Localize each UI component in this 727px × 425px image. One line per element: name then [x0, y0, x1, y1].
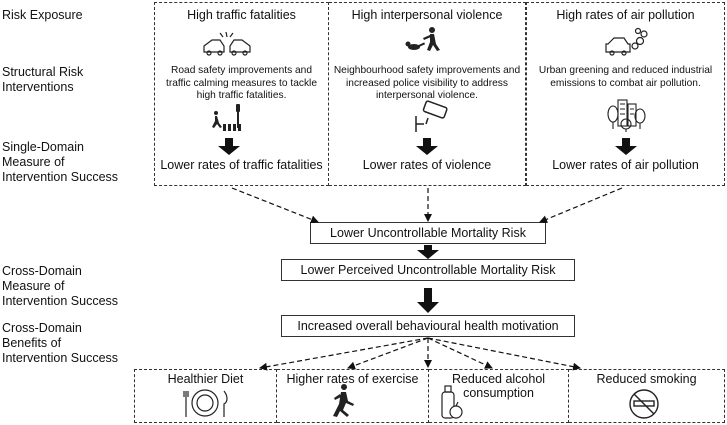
column-heading: High rates of air pollution: [556, 8, 695, 22]
label-line: Interventions: [2, 80, 74, 94]
column-result: Lower rates of air pollution: [552, 158, 699, 172]
label-line: Intervention Success: [2, 351, 119, 365]
car-crash-icon: [203, 31, 251, 56]
column-description: Urban greening and reduced industrial em…: [538, 65, 713, 89]
plate-meal-icon: [183, 389, 228, 417]
dashed-arrow: [427, 337, 581, 371]
assault-icon: [405, 27, 440, 51]
no-smoking-icon: [629, 389, 659, 419]
label-line: Cross-Domain: [2, 264, 82, 278]
benefit-label: Reduced smoking: [596, 372, 697, 386]
label-line: Intervention Success: [2, 294, 119, 308]
runner-icon: [333, 384, 354, 417]
car-exhaust-icon: [605, 27, 648, 56]
label-line: Structural Risk: [2, 65, 84, 79]
benefit-label: Healthier Diet: [167, 372, 244, 386]
label-structural-interventions: Structural Risk Interventions: [2, 65, 83, 95]
label-cross-domain-measure: Cross-Domain Measure of Intervention Suc…: [2, 264, 118, 309]
label-risk-exposure: Risk Exposure: [2, 8, 83, 22]
dashed-arrow: [539, 187, 623, 224]
benefit-smoking: Reduced smoking: [569, 369, 725, 423]
benefit-label: Reduced alcohol consumption: [451, 372, 546, 400]
benefit-alcohol: Reduced alcohol consumption: [429, 369, 569, 423]
block-arrow: [417, 288, 439, 313]
benefit-diet: Healthier Diet: [134, 369, 277, 423]
cctv-camera-icon: [415, 100, 448, 132]
column-traffic: High traffic fatalities Road safety impr…: [154, 2, 329, 186]
label-line: Benefits of: [2, 336, 62, 350]
dashed-arrow: [347, 337, 429, 370]
column-description: Neighbourhood safety improvements and in…: [333, 65, 521, 101]
column-heading: High interpersonal violence: [351, 8, 503, 22]
label-line: Measure of: [2, 279, 65, 293]
box-uncontrollable-risk: Lower Uncontrollable Mortality Risk: [310, 222, 546, 244]
column-violence: High interpersonal violence Neighbourhoo…: [329, 2, 526, 186]
column-description: Road safety improvements and traffic cal…: [166, 65, 317, 101]
dashed-arrow: [259, 337, 429, 371]
column-result: Lower rates of traffic fatalities: [160, 158, 323, 172]
urban-trees-icon: [607, 99, 646, 132]
column-air-pollution: High rates of air pollution Urban greeni…: [526, 2, 725, 186]
dashed-arrow: [231, 187, 319, 224]
block-arrow: [615, 138, 637, 155]
dashed-arrow: [427, 337, 493, 369]
block-arrow: [416, 138, 438, 155]
box-perceived-risk: Lower Perceived Uncontrollable Mortality…: [281, 259, 575, 281]
block-arrow: [417, 245, 439, 259]
label-cross-domain-benefits: Cross-Domain Benefits of Intervention Su…: [2, 321, 118, 366]
bottle-apple-icon: [441, 385, 463, 419]
pedestrian-crossing-icon: [212, 104, 241, 131]
box-health-motivation: Increased overall behavioural health mot…: [281, 315, 575, 337]
label-single-domain: Single-Domain Measure of Intervention Su…: [2, 140, 118, 185]
benefit-exercise: Higher rates of exercise: [277, 369, 429, 423]
label-line: Cross-Domain: [2, 321, 82, 335]
label-line: Single-Domain: [2, 140, 84, 154]
block-arrow: [218, 138, 240, 155]
label-line: Intervention Success: [2, 170, 119, 184]
label-line: Measure of: [2, 155, 65, 169]
benefit-label: Higher rates of exercise: [286, 372, 419, 386]
column-heading: High traffic fatalities: [187, 8, 296, 22]
column-result: Lower rates of violence: [362, 158, 492, 172]
